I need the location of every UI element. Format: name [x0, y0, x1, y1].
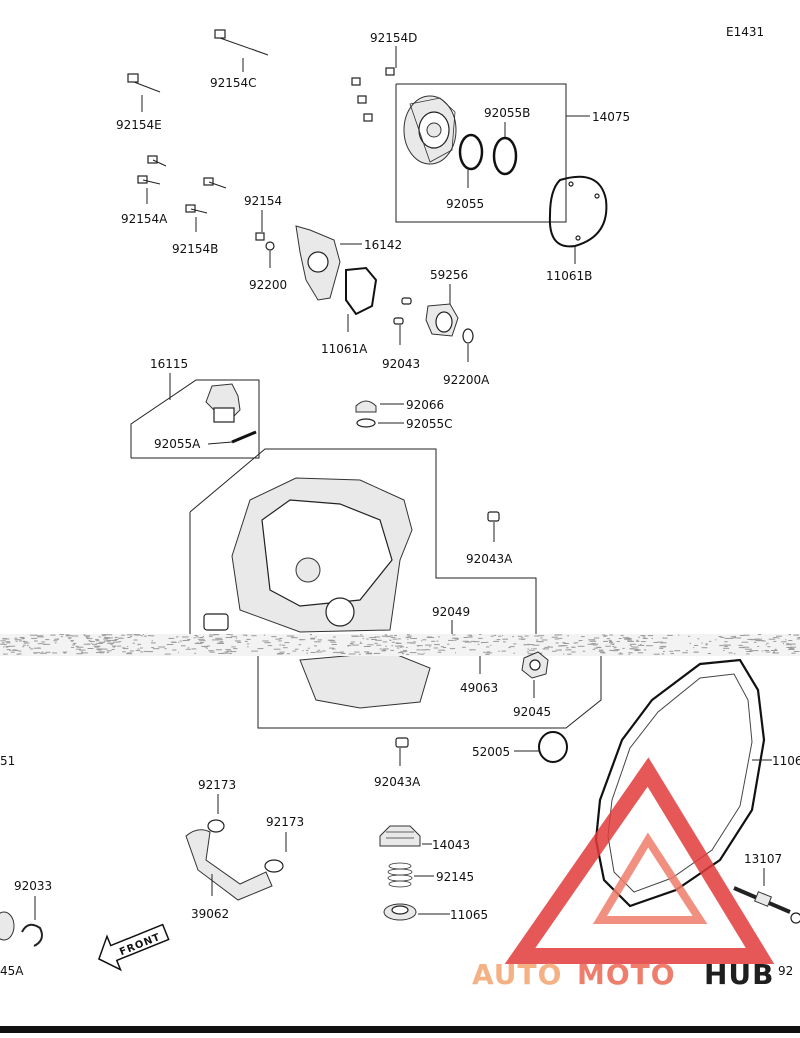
pump-housing-16142: [295, 225, 341, 301]
label-1106: 1106: [772, 754, 800, 768]
label-14043: 14043: [432, 838, 470, 852]
label-92055: 92055: [446, 197, 484, 211]
crankcase-cover: [203, 477, 431, 709]
pin-92055A: [231, 430, 257, 444]
seal-92045: [521, 651, 549, 679]
diagram-code: E1431: [726, 25, 764, 39]
pin-92043A-top: [487, 511, 500, 522]
watermark-auto: AUTO: [472, 958, 562, 991]
label-92154D: 92154D: [370, 31, 417, 45]
label-92154A: 92154A: [121, 212, 168, 226]
label-92154B: 92154B: [172, 242, 218, 256]
label-92145: 92145: [436, 870, 474, 884]
bolt-92154A: [137, 155, 167, 204]
water-pump-cover: [403, 95, 457, 165]
label-13107: 13107: [744, 852, 782, 866]
gasket-11061A: [345, 266, 378, 316]
scan-artifact-band: [0, 634, 800, 656]
watermark-triangle-icon: [504, 757, 775, 964]
label-92049: 92049: [432, 605, 470, 619]
label-11061A: 11061A: [321, 342, 368, 356]
label-39062: 39062: [191, 907, 229, 921]
watermark-text: AUTO MOTO HUB: [472, 958, 775, 991]
circlip-92033: [0, 911, 43, 947]
label-51: 51: [0, 754, 15, 768]
bottom-bar: [0, 1026, 800, 1033]
label-92173-1: 92173: [198, 778, 236, 792]
gasket-11061B: [548, 175, 608, 248]
label-92045: 92045: [513, 705, 551, 719]
label-14075: 14075: [592, 110, 630, 124]
bolts-92154D: [351, 67, 395, 122]
watermark-hub: HUB: [704, 958, 775, 991]
o-rings-92055: [458, 133, 518, 176]
cover-gasket-1106x: [594, 658, 766, 908]
bolt-92154C: [214, 29, 269, 72]
label-11065: 11065: [450, 908, 488, 922]
label-92-right: 92: [778, 964, 793, 978]
label-11061B: 11061B: [546, 269, 592, 283]
label-92043: 92043: [382, 357, 420, 371]
bolt-92154B: [185, 177, 227, 232]
clamp-92173-a: [207, 819, 225, 833]
washer-92200A: [462, 328, 474, 344]
pin-92043A-bottom: [395, 737, 409, 748]
label-92173-2: 92173: [266, 815, 304, 829]
label-92043A-2: 92043A: [374, 775, 421, 789]
label-92154E: 92154E: [116, 118, 162, 132]
label-45A: 45A: [0, 964, 24, 978]
label-59256: 59256: [430, 268, 468, 282]
label-92055C: 92055C: [406, 417, 453, 431]
bolt-92154E: [127, 73, 161, 112]
part-16115: [205, 383, 241, 423]
cap-14043: [379, 825, 421, 847]
label-92154C: 92154C: [210, 76, 257, 90]
label-92033: 92033: [14, 879, 52, 893]
label-16142: 16142: [364, 238, 402, 252]
seal-11065: [383, 903, 417, 921]
front-arrow-icon: FRONT: [97, 923, 170, 972]
label-92200: 92200: [249, 278, 287, 292]
label-52005: 52005: [472, 745, 510, 759]
o-ring-52005: [538, 731, 568, 763]
clamp-92173-b: [264, 859, 284, 873]
label-92055A: 92055A: [154, 437, 201, 451]
plug-92066: [355, 400, 377, 428]
label-92055B: 92055B: [484, 106, 530, 120]
label-49063: 49063: [460, 681, 498, 695]
label-92066: 92066: [406, 398, 444, 412]
label-92154: 92154: [244, 194, 282, 208]
spring-92145: [387, 862, 413, 888]
impeller-59256: [425, 303, 459, 337]
watermark-moto: MOTO: [577, 958, 676, 991]
label-16115: 16115: [150, 357, 188, 371]
label-92043A-1: 92043A: [466, 552, 513, 566]
pins-92043: [393, 297, 412, 325]
label-92200A: 92200A: [443, 373, 490, 387]
shaft-13107: [733, 886, 800, 924]
watermark-logo: [504, 757, 775, 964]
hose-39062: [185, 829, 273, 901]
